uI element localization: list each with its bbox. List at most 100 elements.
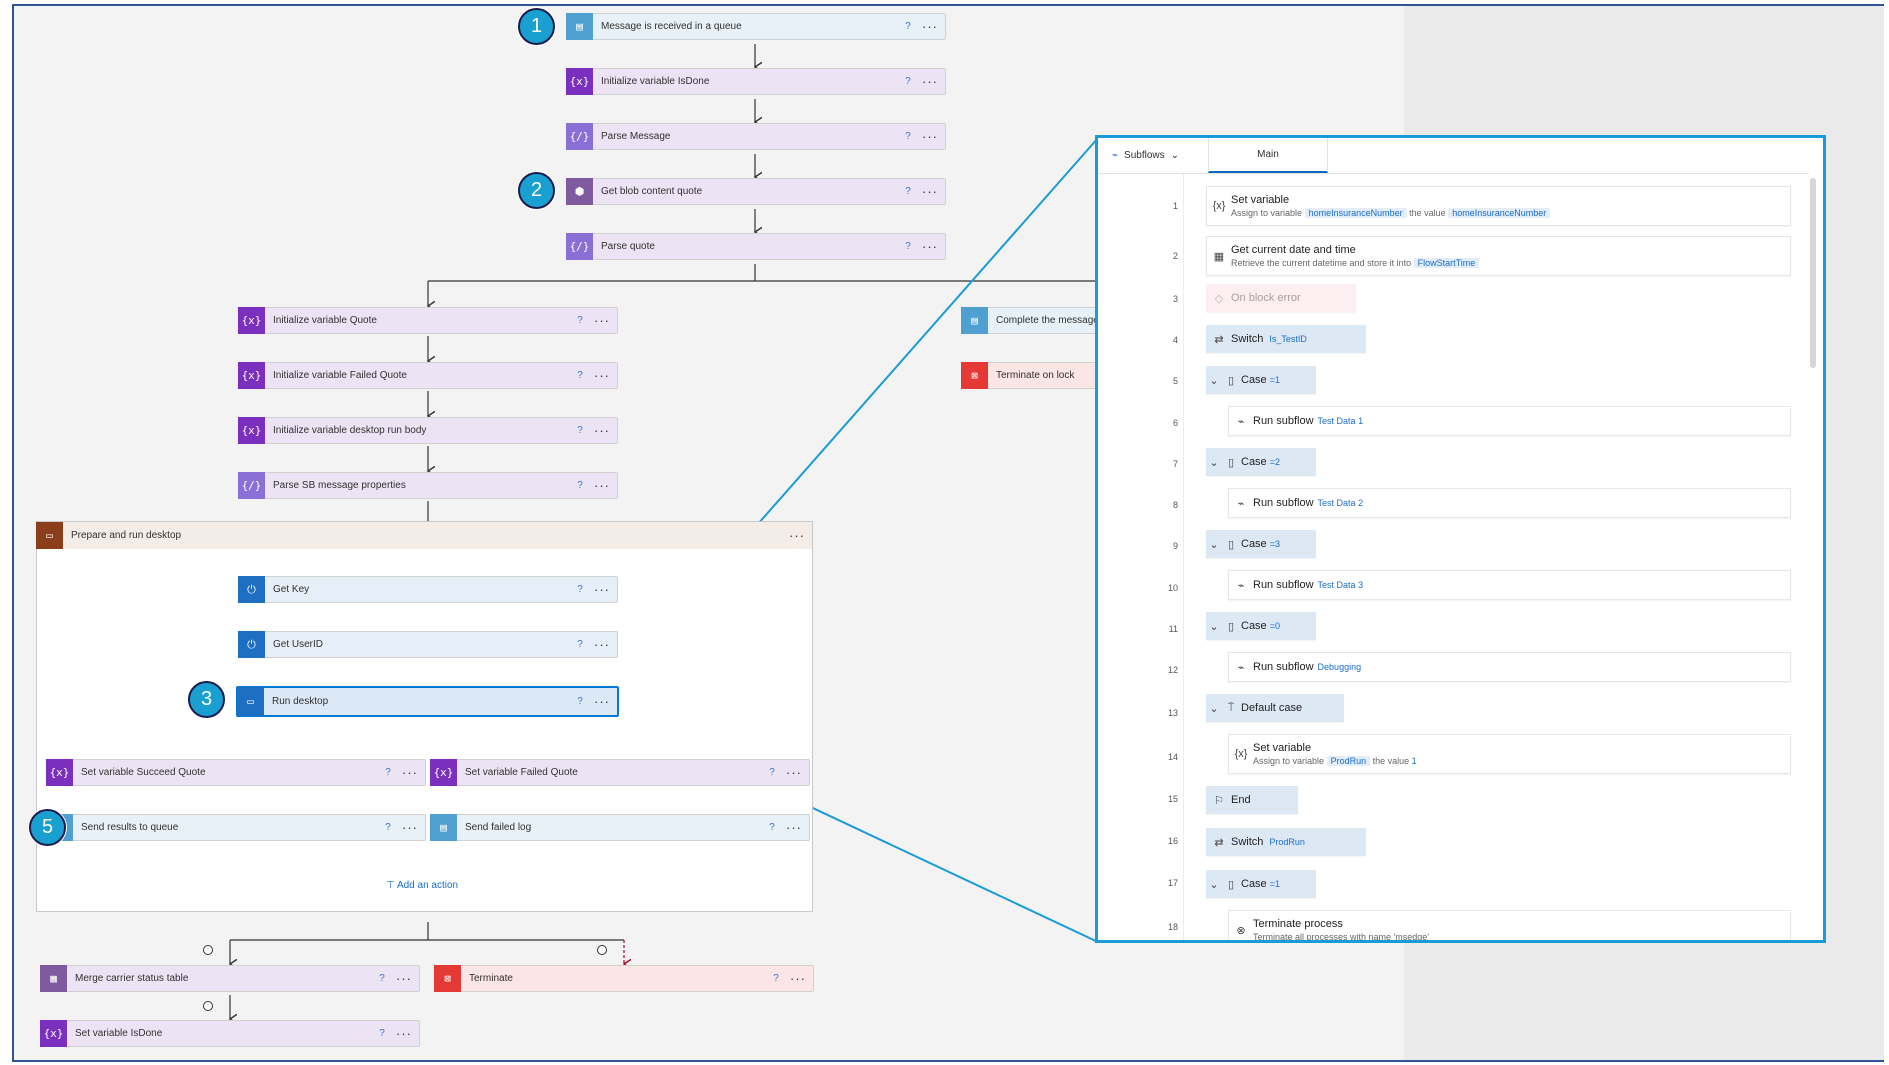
more-options-icon[interactable]: ···: [402, 765, 418, 780]
variable-icon: {x}: [1212, 200, 1226, 212]
step-run-subflow[interactable]: ⌁ Run subflow Test Data 3: [1228, 570, 1791, 600]
get-userid-card[interactable]: ⏻ Get UserID ? ···: [238, 631, 618, 658]
chevron-down-icon: ⌄: [1170, 149, 1179, 161]
step-case[interactable]: ⌄ ▯ Case =2: [1206, 448, 1316, 476]
more-options-icon[interactable]: ···: [402, 820, 418, 835]
help-icon[interactable]: ?: [905, 241, 911, 252]
more-options-icon[interactable]: ···: [786, 820, 802, 835]
help-icon[interactable]: ?: [385, 822, 391, 833]
help-icon[interactable]: ?: [905, 186, 911, 197]
set-variable-isdone-card[interactable]: {x} Set variable IsDone ? ···: [40, 1020, 420, 1047]
step-case[interactable]: ⌄ ▯ Case =3: [1206, 530, 1316, 558]
help-icon[interactable]: ?: [385, 767, 391, 778]
init-variable-failed-quote-card[interactable]: {x} Initialize variable Failed Quote ? ·…: [238, 362, 618, 389]
help-icon[interactable]: ?: [577, 639, 583, 650]
help-icon[interactable]: ?: [577, 370, 583, 381]
scope-header[interactable]: ▭ Prepare and run desktop ···: [36, 522, 812, 549]
help-icon[interactable]: ?: [769, 767, 775, 778]
chevron-down-icon[interactable]: ⌄: [1209, 702, 1219, 715]
subflows-dropdown[interactable]: ⌁ Subflows ⌄: [1098, 138, 1208, 173]
help-icon[interactable]: ?: [379, 973, 385, 984]
more-options-icon[interactable]: ···: [922, 239, 938, 254]
step-switch[interactable]: ⇄ Switch ProdRun: [1206, 828, 1366, 856]
help-icon[interactable]: ?: [577, 315, 583, 326]
set-variable-failed-quote-card[interactable]: {x} Set variable Failed Quote ? ···: [430, 759, 810, 786]
init-variable-quote-card[interactable]: {x} Initialize variable Quote ? ···: [238, 307, 618, 334]
help-icon[interactable]: ?: [577, 425, 583, 436]
more-options-icon[interactable]: ···: [789, 528, 805, 543]
step-end[interactable]: ⚐ End: [1206, 786, 1298, 814]
init-variable-isdone-card[interactable]: {x} Initialize variable IsDone ? ···: [566, 68, 946, 95]
step-run-subflow[interactable]: ⌁ Run subflow Debugging: [1228, 652, 1791, 682]
more-options-icon[interactable]: ···: [922, 129, 938, 144]
chevron-down-icon[interactable]: ⌄: [1209, 374, 1219, 387]
more-options-icon[interactable]: ···: [922, 184, 938, 199]
merge-carrier-status-table-card[interactable]: ▦ Merge carrier status table ? ···: [40, 965, 420, 992]
get-key-card[interactable]: ⏻ Get Key ? ···: [238, 576, 618, 603]
init-variable-desktop-run-body-card[interactable]: {x} Initialize variable desktop run body…: [238, 417, 618, 444]
help-icon[interactable]: ?: [577, 696, 583, 707]
step-default-case[interactable]: ⌄ ⍑ Default case: [1206, 694, 1344, 722]
more-options-icon[interactable]: ···: [594, 694, 610, 709]
step-run-subflow[interactable]: ⌁ Run subflow Test Data 1: [1228, 406, 1791, 436]
step-switch[interactable]: ⇄ Switch Is_TestID: [1206, 325, 1366, 353]
more-options-icon[interactable]: ···: [594, 368, 610, 383]
step-run-subflow[interactable]: ⌁ Run subflow Test Data 2: [1228, 488, 1791, 518]
help-icon[interactable]: ?: [769, 822, 775, 833]
complete-message-card[interactable]: ▤ Complete the message: [961, 307, 1121, 334]
more-options-icon[interactable]: ···: [922, 19, 938, 34]
more-options-icon[interactable]: ···: [594, 582, 610, 597]
line-number: 6: [1172, 418, 1178, 428]
more-options-icon[interactable]: ···: [594, 313, 610, 328]
step-set-variable[interactable]: {x} Set variable Assign to variable home…: [1206, 186, 1791, 226]
more-options-icon[interactable]: ···: [594, 478, 610, 493]
vertical-scrollbar[interactable]: [1810, 178, 1816, 368]
help-icon[interactable]: ?: [577, 584, 583, 595]
flag-icon: ⚐: [1214, 794, 1224, 807]
chevron-down-icon[interactable]: ⌄: [1209, 878, 1219, 891]
line-number: 3: [1172, 294, 1178, 304]
step-case[interactable]: ⌄ ▯ Case =1: [1206, 366, 1316, 394]
terminate-on-lock-card[interactable]: ⊠ Terminate on lock: [961, 362, 1121, 389]
chevron-down-icon[interactable]: ⌄: [1209, 620, 1219, 633]
line-number: 14: [1167, 752, 1178, 762]
more-options-icon[interactable]: ···: [790, 971, 806, 986]
more-options-icon[interactable]: ···: [594, 637, 610, 652]
chevron-down-icon[interactable]: ⌄: [1209, 538, 1219, 551]
step-get-current-datetime[interactable]: ▦ Get current date and time Retrieve the…: [1206, 236, 1791, 276]
add-an-action-button[interactable]: ⊤ Add an action: [386, 880, 458, 891]
step-description: Retrieve the current datetime and store …: [1231, 258, 1480, 268]
more-options-icon[interactable]: ···: [922, 74, 938, 89]
run-desktop-card[interactable]: ▭ Run desktop ? ···: [236, 686, 619, 717]
help-icon[interactable]: ?: [905, 76, 911, 87]
get-blob-content-card[interactable]: ⬢ Get blob content quote ? ···: [566, 178, 946, 205]
more-options-icon[interactable]: ···: [396, 971, 412, 986]
step-terminate-process[interactable]: ⊗ Terminate process Terminate all proces…: [1228, 910, 1791, 940]
more-options-icon[interactable]: ···: [396, 1026, 412, 1041]
send-failed-log-card[interactable]: ▤ Send failed log ? ···: [430, 814, 810, 841]
more-options-icon[interactable]: ···: [594, 423, 610, 438]
parse-quote-card[interactable]: {/} Parse quote ? ···: [566, 233, 946, 260]
step-set-variable[interactable]: {x} Set variable Assign to variable Prod…: [1228, 734, 1791, 774]
step-on-block-error[interactable]: ◇ On block error: [1206, 284, 1356, 312]
help-icon[interactable]: ?: [379, 1028, 385, 1039]
designer-tab-bar: ⌁ Subflows ⌄ Main: [1098, 138, 1809, 174]
step-case[interactable]: ⌄ ▯ Case =1: [1206, 870, 1316, 898]
parse-json-icon: {/}: [566, 123, 593, 150]
help-icon[interactable]: ?: [577, 480, 583, 491]
help-icon[interactable]: ?: [905, 131, 911, 142]
subflow-icon: ⌁: [1237, 579, 1245, 592]
parse-sb-message-properties-card[interactable]: {/} Parse SB message properties ? ···: [238, 472, 618, 499]
send-results-to-queue-card[interactable]: ▤ Send results to queue ? ···: [46, 814, 426, 841]
chevron-down-icon[interactable]: ⌄: [1209, 456, 1219, 469]
help-icon[interactable]: ?: [905, 21, 911, 32]
tab-main[interactable]: Main: [1208, 138, 1328, 173]
parse-message-card[interactable]: {/} Parse Message ? ···: [566, 123, 946, 150]
help-icon[interactable]: ?: [773, 973, 779, 984]
queue-trigger-card[interactable]: ▤ Message is received in a queue ? ···: [566, 13, 946, 40]
more-options-icon[interactable]: ···: [786, 765, 802, 780]
terminate-card[interactable]: ⊠ Terminate ? ···: [434, 965, 814, 992]
step-value: Is_TestID: [1269, 334, 1307, 344]
set-variable-succeed-quote-card[interactable]: {x} Set variable Succeed Quote ? ···: [46, 759, 426, 786]
step-case[interactable]: ⌄ ▯ Case =0: [1206, 612, 1316, 640]
